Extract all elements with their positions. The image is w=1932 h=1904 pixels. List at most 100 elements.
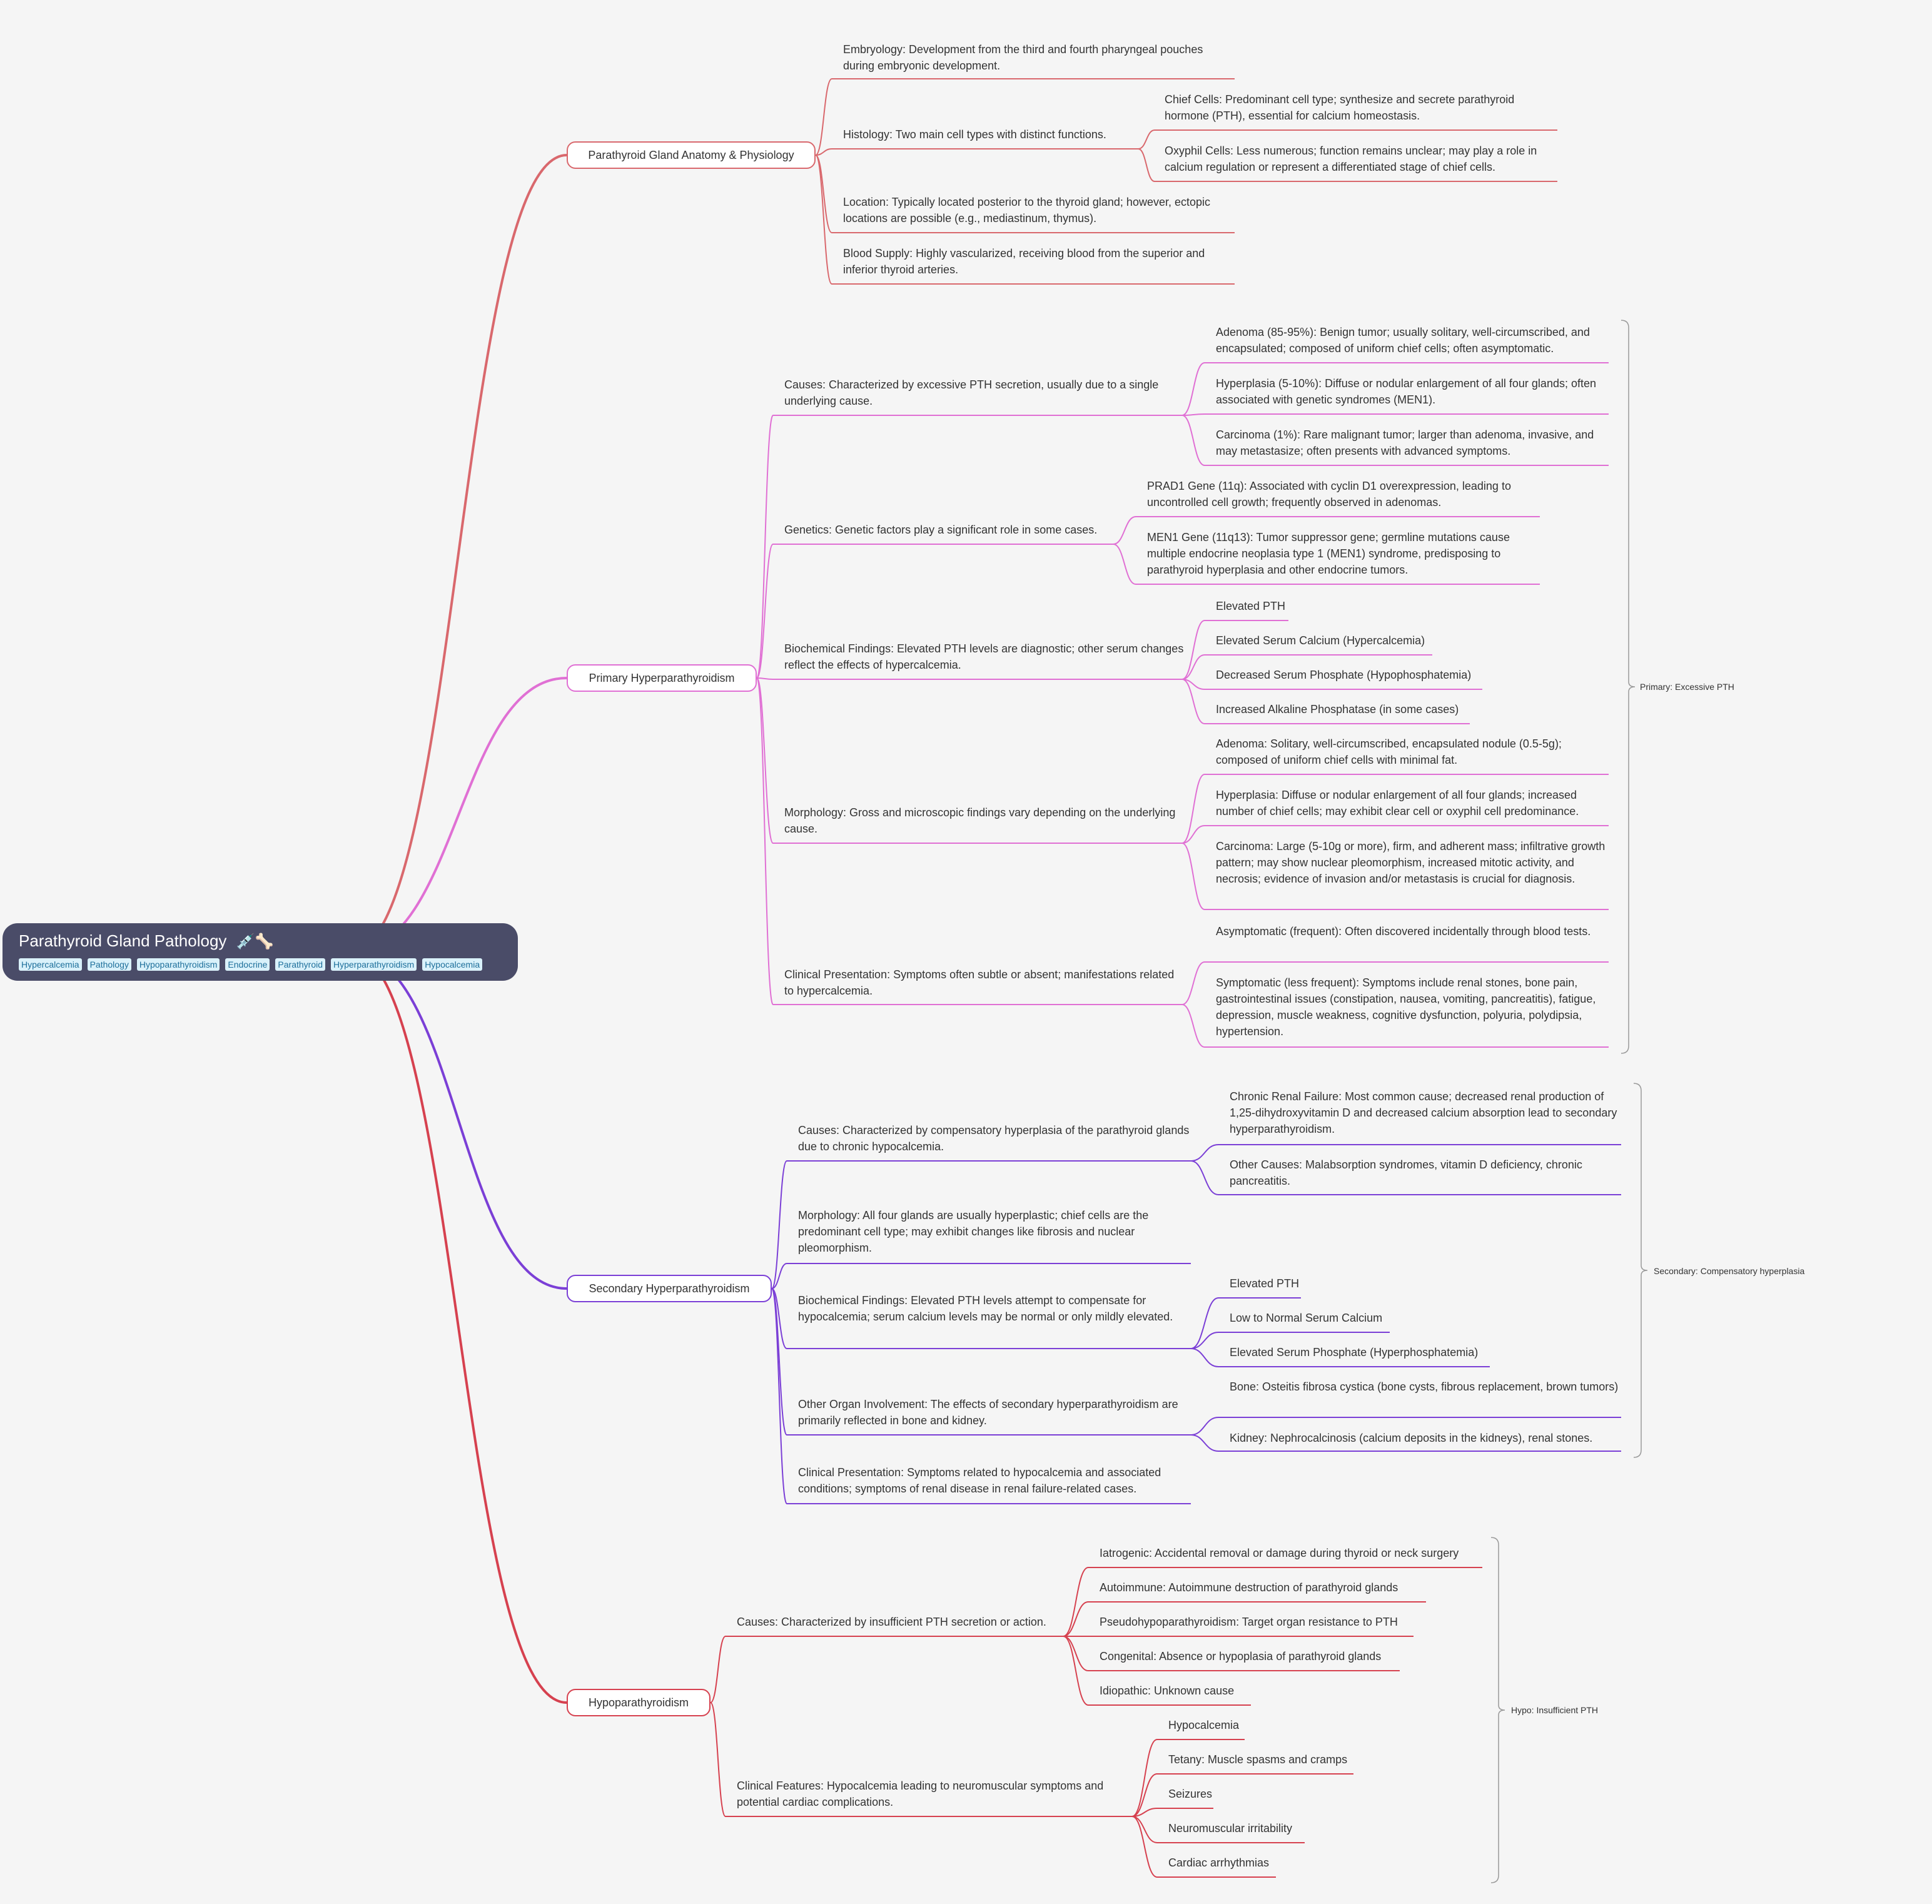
tag[interactable]: Hypercalcemia [19,958,82,971]
subtopic-bone[interactable]: Bone: Osteitis fibrosa cystica (bone cys… [1230,1380,1619,1393]
subtopic-oxyphil-cells[interactable]: Oxyphil Cells: Less numerous; function r… [1165,144,1537,173]
subtopic-seizures[interactable]: Seizures [1168,1788,1213,1800]
subtopic-primary-elevated-pth[interactable]: Elevated PTH [1216,600,1286,612]
subtopic-primary-clinical[interactable]: Clinical Presentation: Symptoms often su… [784,968,1175,997]
connector-line [1181,843,1205,910]
subtopic-secondary-clinical[interactable]: Clinical Presentation: Symptoms related … [798,1466,1161,1495]
connector-line [1633,1083,1648,1458]
subtopic-location[interactable]: Location: Typically located posterior to… [843,196,1211,225]
connector-line [1181,415,1205,466]
subtopic-men1-gene[interactable]: MEN1 Gene (11q13): Tumor suppressor gene… [1147,531,1510,576]
subtopic-primary-hyperplasia[interactable]: Hyperplasia (5-10%): Diffuse or nodular … [1216,377,1597,406]
subtopic-morph-adenoma[interactable]: Adenoma: Solitary, well-circumscribed, e… [1216,737,1562,766]
subtopic-hypo-causes[interactable]: Causes: Characterized by insufficient PT… [737,1616,1046,1628]
connector-line [1181,362,1205,416]
connector-line [1181,825,1205,844]
connector-line [815,78,832,156]
connector-line [771,1288,787,1504]
summary-primary[interactable]: Primary: Excessive PTH [1640,682,1734,692]
connector-line [815,154,832,285]
connector-line [815,148,832,156]
subtopic-morph-hyperplasia[interactable]: Hyperplasia: Diffuse or nodular enlargem… [1216,789,1579,818]
connector-line [1190,1160,1219,1195]
connector-line [1181,679,1205,724]
connector-line [350,951,567,1704]
connector-line [756,544,774,679]
connector-line [710,1636,726,1703]
connector-line [1063,1567,1089,1637]
connector-line [1181,1004,1205,1048]
subtopic-primary-carcinoma[interactable]: Carcinoma (1%): Rare malignant tumor; la… [1216,428,1594,457]
subtopic-primary-morphology[interactable]: Morphology: Gross and microscopic findin… [784,806,1176,835]
subtopic-iatrogenic[interactable]: Iatrogenic: Accidental removal or damage… [1100,1547,1459,1559]
subtopic-morph-carcinoma[interactable]: Carcinoma: Large (5-10g or more), firm, … [1216,840,1606,885]
summary-hypo[interactable]: Hypo: Insufficient PTH [1511,1705,1599,1715]
subtopic-blood-supply[interactable]: Blood Supply: Highly vascularized, recei… [843,247,1205,276]
tag[interactable]: Endocrine [225,958,270,971]
subtopic-primary-biochemical[interactable]: Biochemical Findings: Elevated PTH level… [784,642,1184,671]
tag[interactable]: Hypocalcemia [422,958,483,971]
central-topic[interactable]: Parathyroid Gland Pathology 💉🦴 Hypercalc… [3,923,518,981]
subtopic-pseudohypoparathyroidism[interactable]: Pseudohypoparathyroidism: Target organ r… [1100,1616,1398,1628]
connector-line [350,154,567,953]
topic-anatomy-physiology[interactable]: Parathyroid Gland Anatomy & Physiology [567,141,816,169]
subtopic-prad1-gene[interactable]: PRAD1 Gene (11q): Associated with cyclin… [1147,480,1511,509]
subtopic-chief-cells[interactable]: Chief Cells: Predominant cell type; synt… [1165,93,1515,122]
connector-line [1138,148,1155,182]
topic-secondary-hyperparathyroidism[interactable]: Secondary Hyperparathyroidism [567,1275,772,1302]
tag-list: Hypercalcemia Pathology Hypoparathyroidi… [19,958,502,971]
subtopic-histology[interactable]: Histology: Two main cell types with dist… [843,128,1106,141]
subtopic-secondary-causes[interactable]: Causes: Characterized by compensatory hy… [798,1124,1190,1153]
connector-line [1181,961,1205,1005]
subtopic-primary-adenoma[interactable]: Adenoma (85-95%): Benign tumor; usually … [1216,326,1590,355]
subtopic-hypo-clinical[interactable]: Clinical Features: Hypocalcemia leading … [737,1780,1104,1808]
subtopic-primary-decreased-phosphate[interactable]: Decreased Serum Phosphate (Hypophosphate… [1216,669,1472,681]
subtopic-secondary-biochemical[interactable]: Biochemical Findings: Elevated PTH level… [798,1294,1173,1323]
connector-line [1113,544,1136,585]
connector-line [756,677,774,1005]
subtopic-primary-symptomatic[interactable]: Symptomatic (less frequent): Symptoms in… [1216,976,1596,1038]
connector-line [1190,1297,1219,1349]
connector-line [350,951,567,1290]
tag[interactable]: Hyperparathyroidism [331,958,417,971]
subtopic-primary-asymptomatic[interactable]: Asymptomatic (frequent): Often discovere… [1216,925,1591,938]
connector-line [1181,620,1205,680]
connector-line [1190,1332,1219,1349]
subtopic-hypocalcemia[interactable]: Hypocalcemia [1168,1719,1240,1731]
connector-line [1063,1601,1089,1637]
subtopic-idiopathic[interactable]: Idiopathic: Unknown cause [1100,1684,1235,1697]
subtopic-cardiac-arrhythmias[interactable]: Cardiac arrhythmias [1168,1856,1270,1869]
subtopic-embryology[interactable]: Embryology: Development from the third a… [843,43,1203,72]
subtopic-neuromuscular-irritability[interactable]: Neuromuscular irritability [1168,1822,1293,1835]
tag[interactable]: Parathyroid [275,958,326,971]
subtopic-primary-genetics[interactable]: Genetics: Genetic factors play a signifi… [784,524,1098,536]
subtopic-tetany[interactable]: Tetany: Muscle spasms and cramps [1168,1753,1348,1766]
subtopic-secondary-phosphate[interactable]: Elevated Serum Phosphate (Hyperphosphate… [1230,1346,1479,1359]
subtopic-secondary-elevated-pth[interactable]: Elevated PTH [1230,1277,1300,1290]
connector-line [1190,1417,1219,1436]
subtopic-autoimmune[interactable]: Autoimmune: Autoimmune destruction of pa… [1100,1581,1398,1594]
subtopic-other-causes[interactable]: Other Causes: Malabsorption syndromes, v… [1230,1158,1582,1187]
connector-line [756,677,774,844]
subtopic-secondary-calcium[interactable]: Low to Normal Serum Calcium [1230,1312,1383,1324]
subtopic-congenital[interactable]: Congenital: Absence or hypoplasia of par… [1100,1650,1382,1663]
connector-line [1131,1816,1158,1843]
tag[interactable]: Hypoparathyroidism [136,958,220,971]
subtopic-secondary-organs[interactable]: Other Organ Involvement: The effects of … [798,1398,1178,1427]
subtopic-secondary-morphology[interactable]: Morphology: All four glands are usually … [798,1209,1149,1254]
connector-line [771,1263,787,1289]
summary-secondary[interactable]: Secondary: Compensatory hyperplasia [1654,1266,1805,1276]
connector-line [1063,1636,1089,1706]
subtopic-primary-causes[interactable]: Causes: Characterized by excessive PTH s… [784,378,1159,407]
topic-hypoparathyroidism[interactable]: Hypoparathyroidism [567,1689,711,1716]
central-topic-title: Parathyroid Gland Pathology [19,931,227,950]
topic-primary-hyperparathyroidism[interactable]: Primary Hyperparathyroidism [567,664,757,692]
connector-line [771,1288,787,1349]
subtopic-primary-elevated-calcium[interactable]: Elevated Serum Calcium (Hypercalcemia) [1216,634,1425,647]
subtopic-kidney[interactable]: Kidney: Nephrocalcinosis (calcium deposi… [1230,1432,1593,1444]
connector-line [1621,320,1636,1054]
subtopic-crf[interactable]: Chronic Renal Failure: Most common cause… [1230,1090,1617,1135]
subtopic-primary-alkaline-phosphatase[interactable]: Increased Alkaline Phosphatase (in some … [1216,703,1459,716]
tag[interactable]: Pathology [87,958,131,971]
